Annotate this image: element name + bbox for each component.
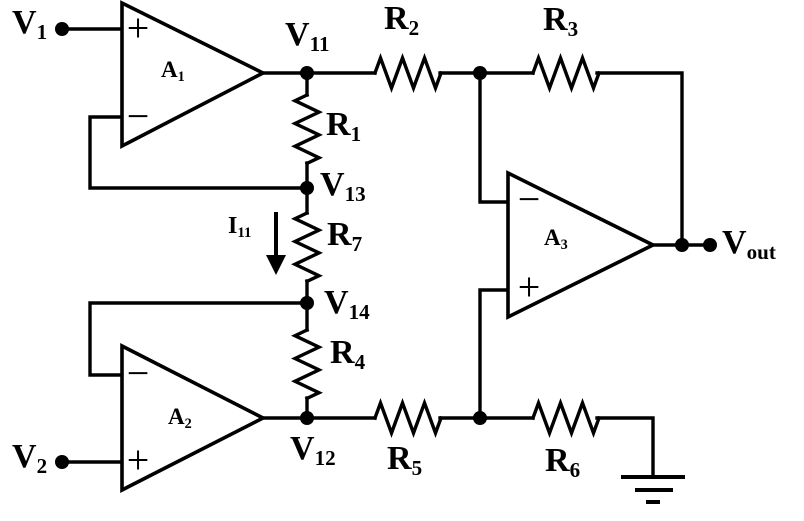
label-v1: V1 bbox=[12, 4, 48, 44]
label-r1: R1 bbox=[326, 106, 362, 146]
resistor-r1-symbol bbox=[291, 92, 323, 166]
resistor-r2-symbol bbox=[372, 53, 444, 93]
terminal-vout-dot bbox=[703, 238, 717, 252]
opamp-a1-plus-sign: + bbox=[126, 5, 150, 51]
wire-a3-inverting-input bbox=[478, 71, 510, 204]
wire-a1-feedback bbox=[88, 115, 309, 190]
label-r5: R5 bbox=[387, 440, 423, 480]
opamp-a3-plus-sign: + bbox=[517, 264, 541, 310]
opamp-a2-triangle bbox=[120, 343, 267, 493]
label-v14: V14 bbox=[324, 284, 370, 324]
label-vout: Vout bbox=[722, 224, 776, 264]
label-v12: V12 bbox=[290, 430, 336, 470]
resistor-r7-symbol bbox=[291, 210, 323, 284]
opamp-a3-minus-sign: − bbox=[517, 176, 541, 222]
wire-r3-feedback bbox=[595, 71, 684, 247]
node-v13-dot bbox=[300, 181, 314, 195]
opamp-a3-triangle bbox=[506, 170, 658, 320]
node-v11-dot bbox=[300, 66, 314, 80]
label-a1: A1 bbox=[161, 57, 185, 85]
resistor-r6-symbol bbox=[530, 398, 602, 438]
node-r5-r6-dot bbox=[473, 411, 487, 425]
opamp-a1-triangle bbox=[120, 0, 267, 149]
label-a3: A3 bbox=[544, 225, 568, 253]
wire-a2-feedback bbox=[88, 301, 309, 377]
current-arrow-i11 bbox=[266, 212, 286, 275]
node-r2-r3-dot bbox=[473, 66, 487, 80]
label-r6: R6 bbox=[545, 442, 581, 482]
wire-a3-noninverting-input bbox=[478, 288, 510, 420]
label-r3: R3 bbox=[543, 1, 579, 41]
resistor-r5-symbol bbox=[372, 398, 444, 438]
node-v12-dot bbox=[300, 411, 314, 425]
label-i11: I11 bbox=[228, 213, 252, 242]
ground-symbol bbox=[621, 475, 685, 504]
label-v13: V13 bbox=[320, 166, 366, 206]
resistor-r4-symbol bbox=[291, 327, 323, 401]
label-a2: A2 bbox=[168, 404, 192, 432]
opamp-a1-minus-sign: − bbox=[126, 93, 150, 139]
label-v11: V11 bbox=[285, 16, 330, 56]
wire-r6-ground bbox=[595, 416, 655, 479]
opamp-a2-plus-sign: + bbox=[126, 437, 150, 483]
label-r2: R2 bbox=[384, 0, 420, 40]
node-v14-dot bbox=[300, 296, 314, 310]
label-v2: V2 bbox=[12, 438, 48, 478]
opamp-a2-minus-sign: − bbox=[126, 350, 150, 396]
terminal-v2-dot bbox=[55, 455, 69, 469]
resistor-r3-symbol bbox=[530, 53, 602, 93]
label-r4: R4 bbox=[330, 334, 366, 374]
label-r7: R7 bbox=[327, 216, 363, 256]
node-vout-dot bbox=[675, 238, 689, 252]
terminal-v1-dot bbox=[55, 22, 69, 36]
